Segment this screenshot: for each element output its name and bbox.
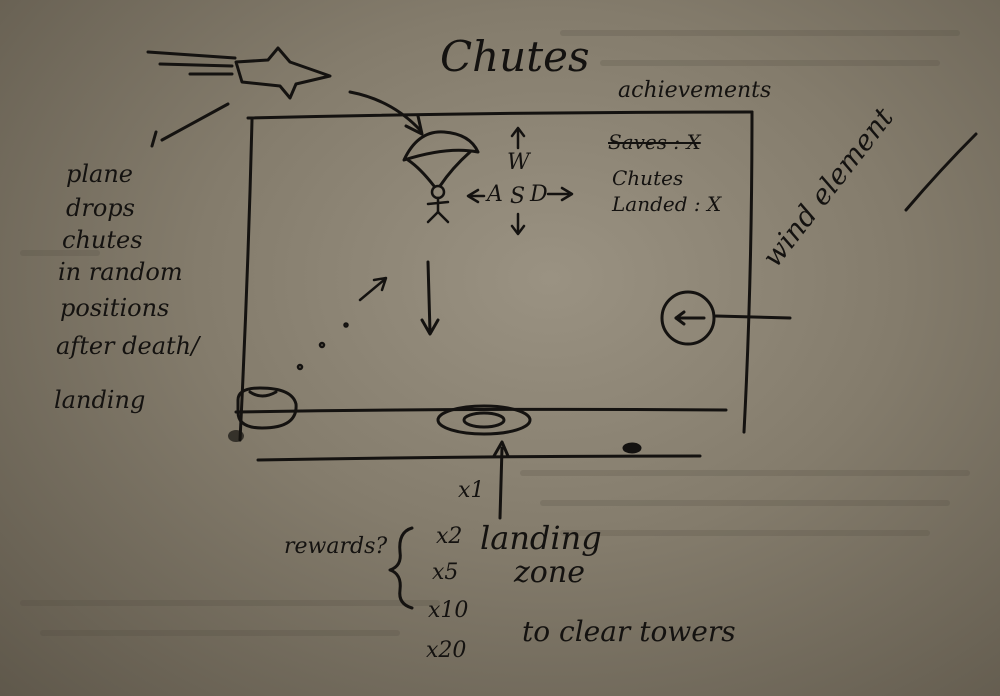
stat-chutes-label: Chutes xyxy=(612,166,684,190)
landing-zone-label: landing xyxy=(480,519,602,557)
rewards-label: rewards? xyxy=(284,534,388,559)
game-screen-frame xyxy=(234,110,754,462)
multiplier-item: x2 xyxy=(436,524,463,549)
plane-icon xyxy=(146,46,332,100)
control-key-a: A xyxy=(487,182,503,207)
note-line: drops xyxy=(66,194,135,222)
control-key-d: D xyxy=(530,182,548,207)
multiplier-item: x1 xyxy=(458,478,485,503)
control-key-s: S xyxy=(510,184,526,209)
multiplier-item: x20 xyxy=(426,638,467,663)
plane-drop-arrowhead xyxy=(404,114,424,136)
note-pointer-line xyxy=(160,102,230,142)
landing-zone-label: zone xyxy=(514,555,585,590)
ground-mark xyxy=(622,442,642,454)
control-key-w: W xyxy=(507,150,530,175)
landing-zone-icon xyxy=(436,404,532,436)
stick-figure-icon xyxy=(426,184,450,224)
achievements-label: achievements xyxy=(618,78,772,103)
note-line: after death/ xyxy=(56,332,200,360)
fall-arrow xyxy=(426,260,432,334)
note-line: positions xyxy=(60,294,170,322)
wind-pointer-line xyxy=(714,314,792,320)
multiplier-item: x10 xyxy=(428,598,469,623)
chute-trail xyxy=(296,276,388,371)
landing-zone-pointer-head xyxy=(492,440,510,458)
wind-icon xyxy=(660,290,716,346)
note-line: plane xyxy=(66,160,134,188)
note-line: in random xyxy=(58,258,183,286)
note-pointer-head xyxy=(150,130,158,148)
tower-icon xyxy=(236,386,298,430)
note-line: landing xyxy=(54,386,146,414)
control-arrows xyxy=(466,126,574,236)
note-line: chutes xyxy=(62,226,143,254)
stat-landed-label: Landed : X xyxy=(612,192,722,216)
stat-saves-label: Saves : X xyxy=(608,130,701,154)
multiplier-item: x5 xyxy=(432,560,459,585)
parachute-icon xyxy=(402,130,480,188)
plane-drop-arrow xyxy=(348,90,422,132)
ground-shadow xyxy=(228,430,244,442)
clear-towers-label: to clear towers xyxy=(522,615,736,648)
page-title: Chutes xyxy=(440,32,590,81)
fall-arrowhead xyxy=(420,318,440,336)
landing-zone-pointer xyxy=(498,446,504,520)
rewards-brace xyxy=(388,526,414,610)
wind-label-pointer xyxy=(904,132,978,212)
